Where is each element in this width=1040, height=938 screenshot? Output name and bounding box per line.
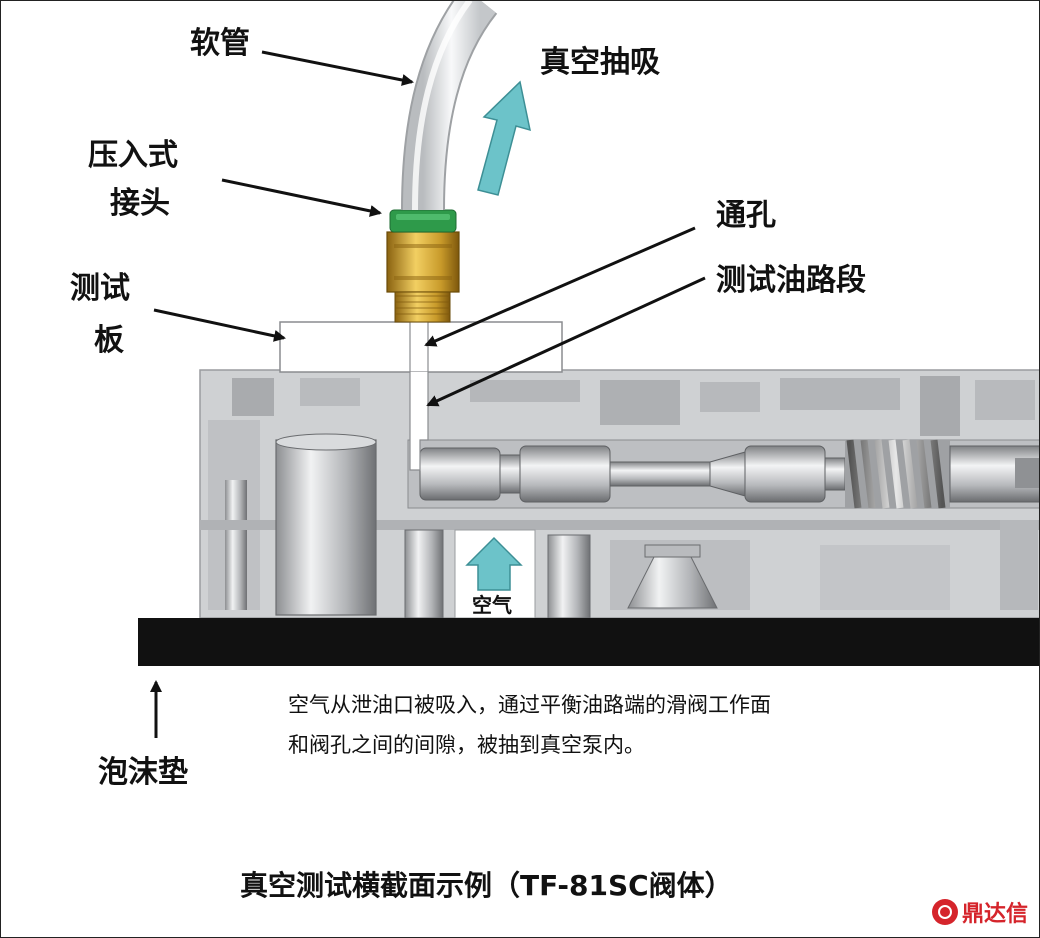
air-label: 空气: [472, 593, 512, 617]
through-hole-leader: [424, 226, 696, 347]
diagram-caption: 真空测试横截面示例（TF-81SC阀体）: [240, 869, 733, 902]
test-plate-label-line1: 测试: [70, 271, 130, 306]
foam-pad: [138, 618, 1040, 666]
lower-plunger-right: [547, 534, 591, 619]
through-hole-label: 通孔: [716, 198, 776, 233]
logo-mark-icon: [931, 899, 958, 925]
vacuum-suction-arrow: [477, 80, 531, 196]
left-piston: [275, 433, 377, 616]
test-oil-passage-path: [409, 372, 429, 471]
push-fitting-label-line1: 压入式: [88, 138, 178, 173]
test-plate-label-line2: 板: [94, 323, 124, 358]
hose-label: 软管: [190, 26, 250, 61]
oil-passage-leader: [426, 276, 706, 407]
test-plate-leader: [153, 308, 286, 342]
logo-text: 鼎达信: [961, 902, 1028, 927]
hose-leader: [261, 50, 414, 86]
test-oil-passage-label: 测试油路段: [716, 263, 866, 298]
fitting-leader: [221, 178, 382, 217]
push-fitting-label-line2: 接头: [110, 186, 170, 221]
air-inflow-arrow: [465, 536, 523, 591]
brand-logo: 鼎达信: [931, 896, 1028, 928]
poppet-cone: [627, 544, 718, 609]
green-o-ring: [389, 209, 457, 233]
return-spring: [845, 439, 950, 509]
description-line2: 和阀孔之间的间隙，被抽到真空泵内。: [288, 733, 645, 757]
push-fitting: [386, 209, 460, 323]
foam-pad-label: 泡沫垫: [98, 755, 188, 790]
vacuum-suction-label: 真空抽吸: [540, 45, 660, 80]
spool-valve: [407, 439, 1040, 509]
description-line1: 空气从泄油口被吸入，通过平衡油路端的滑阀工作面: [288, 693, 771, 717]
lower-plunger-left: [404, 529, 444, 619]
